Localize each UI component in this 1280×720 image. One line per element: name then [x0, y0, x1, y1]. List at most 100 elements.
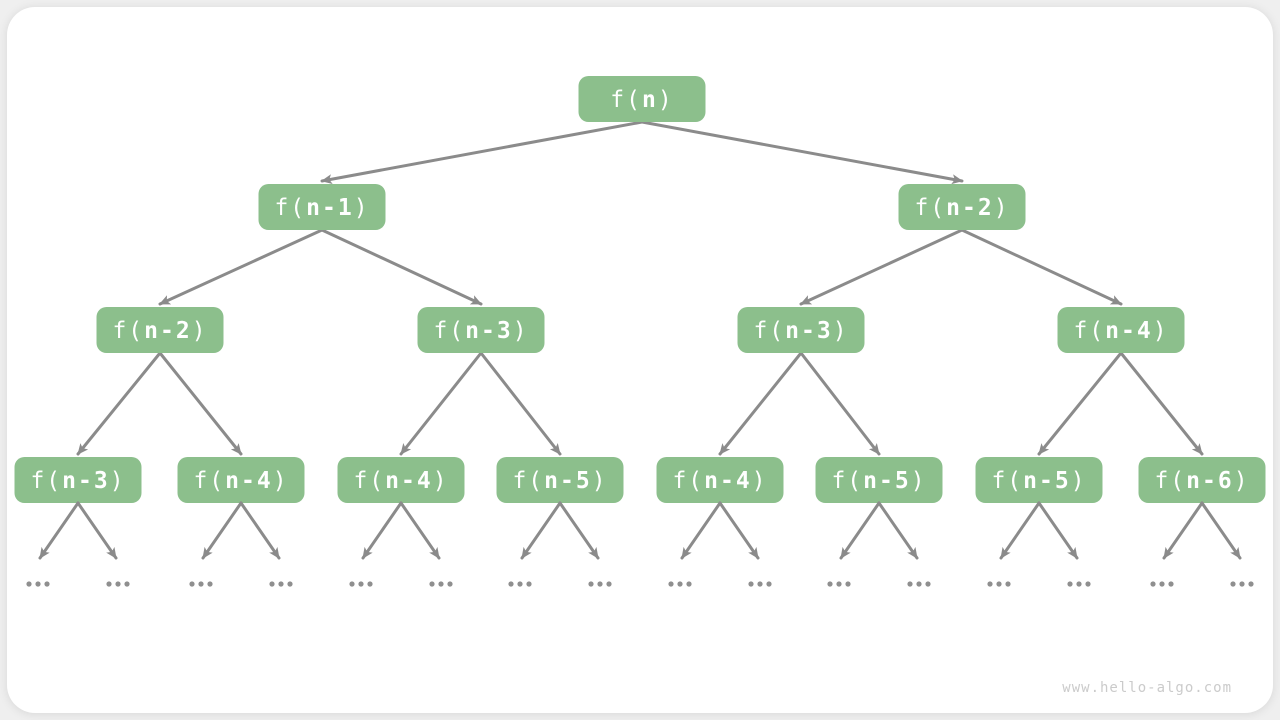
- ellipsis: [668, 581, 692, 587]
- ellipsis-dot: [1085, 581, 1091, 587]
- node-label: f(n-4): [193, 468, 288, 494]
- ellipsis-dot: [606, 581, 612, 587]
- node-box: [656, 457, 784, 503]
- node-label: f(n-5): [831, 468, 926, 494]
- tree-node: f(n-3): [737, 307, 865, 353]
- ellipsis: [907, 581, 931, 587]
- ellipsis-dot: [996, 581, 1002, 587]
- ellipsis-dot: [35, 581, 41, 587]
- ellipsis-dot: [438, 581, 444, 587]
- edge-arrow: [320, 228, 483, 306]
- ellipsis-dot: [124, 581, 130, 587]
- ellipsis: [106, 581, 130, 587]
- tree-node: f(n-3): [417, 307, 545, 353]
- node-label: f(n-3): [753, 318, 848, 344]
- ellipsis-dot: [836, 581, 842, 587]
- edge-arrow: [201, 501, 243, 560]
- watermark: www.hello-algo.com: [1062, 680, 1232, 696]
- ellipsis: [1067, 581, 1091, 587]
- tree-node: f(n): [578, 76, 706, 122]
- node-label: f(n-4): [672, 468, 767, 494]
- edge-arrow: [76, 351, 162, 456]
- node-box: [14, 457, 142, 503]
- ellipsis-dot: [287, 581, 293, 587]
- edge-arrow: [718, 501, 760, 560]
- ellipsis-dot: [597, 581, 603, 587]
- tree-node: f(n-2): [96, 307, 224, 353]
- ellipsis-dot: [748, 581, 754, 587]
- edge-arrow: [479, 351, 562, 456]
- edge-arrow: [640, 120, 964, 185]
- edge-arrow: [361, 501, 403, 560]
- tree-node: f(n-2): [898, 184, 1026, 230]
- node-box: [815, 457, 943, 503]
- node-label: f(n-5): [512, 468, 607, 494]
- edge-arrow: [239, 501, 281, 560]
- node-box: [417, 307, 545, 353]
- node-label: f(n-2): [112, 318, 207, 344]
- node-box: [258, 184, 386, 230]
- tree-node: f(n-4): [337, 457, 465, 503]
- node-box: [1057, 307, 1185, 353]
- ellipsis-dot: [349, 581, 355, 587]
- ellipsis-dot: [1067, 581, 1073, 587]
- edge-arrow: [1162, 501, 1204, 560]
- tree-node: f(n-4): [1057, 307, 1185, 353]
- edge-arrow: [799, 351, 881, 456]
- edge-arrow: [839, 501, 881, 560]
- ellipsis-dot: [845, 581, 851, 587]
- card: [7, 7, 1273, 713]
- edge-arrow: [76, 501, 118, 560]
- edge-arrow: [1200, 501, 1242, 560]
- ellipsis-dot: [198, 581, 204, 587]
- ellipsis-dot: [1168, 581, 1174, 587]
- ellipsis-dot: [526, 581, 532, 587]
- edge-arrow: [877, 501, 919, 560]
- tree-node: f(n-1): [258, 184, 386, 230]
- ellipsis-dot: [668, 581, 674, 587]
- edge-arrow: [999, 501, 1041, 560]
- ellipsis-dot: [429, 581, 435, 587]
- node-box: [737, 307, 865, 353]
- ellipsis-dot: [367, 581, 373, 587]
- ellipsis-dot: [1005, 581, 1011, 587]
- ellipsis: [588, 581, 612, 587]
- node-box: [1138, 457, 1266, 503]
- edge-arrow: [960, 228, 1123, 306]
- ellipsis-dot: [447, 581, 453, 587]
- ellipsis: [269, 581, 293, 587]
- edge-arrow: [558, 501, 600, 560]
- ellipsis: [26, 581, 50, 587]
- ellipsis: [748, 581, 772, 587]
- nodes-layer: f(n) f(n-1) f(n-2) f(n-2) f(n-3) f(n-3) f(n-4)…: [14, 76, 1266, 503]
- ellipsis: [987, 581, 1011, 587]
- edge-arrow: [38, 501, 80, 560]
- edge-arrow: [399, 351, 483, 456]
- ellipsis-dot: [987, 581, 993, 587]
- tree-node: f(n-5): [975, 457, 1103, 503]
- ellipsis-dot: [916, 581, 922, 587]
- ellipsis-dot: [1230, 581, 1236, 587]
- ellipsis-dot: [1159, 581, 1165, 587]
- ellipsis-dot: [827, 581, 833, 587]
- ellipsis-dot: [1248, 581, 1254, 587]
- ellipsis-dot: [677, 581, 683, 587]
- ellipsis: [189, 581, 213, 587]
- node-label: f(n-3): [433, 318, 528, 344]
- node-box: [96, 307, 224, 353]
- node-label: f(n-4): [353, 468, 448, 494]
- ellipsis-dot: [686, 581, 692, 587]
- edge-arrow: [718, 351, 803, 456]
- ellipsis: [508, 581, 532, 587]
- ellipsis-dot: [517, 581, 523, 587]
- node-box: [177, 457, 305, 503]
- ellipsis-dot: [278, 581, 284, 587]
- ellipsis: [429, 581, 453, 587]
- node-label: f(n-6): [1154, 468, 1249, 494]
- ellipsis-dot: [1076, 581, 1082, 587]
- ellipsis-dot: [766, 581, 772, 587]
- ellipsis-dot: [925, 581, 931, 587]
- node-label: f(n-1): [274, 195, 369, 221]
